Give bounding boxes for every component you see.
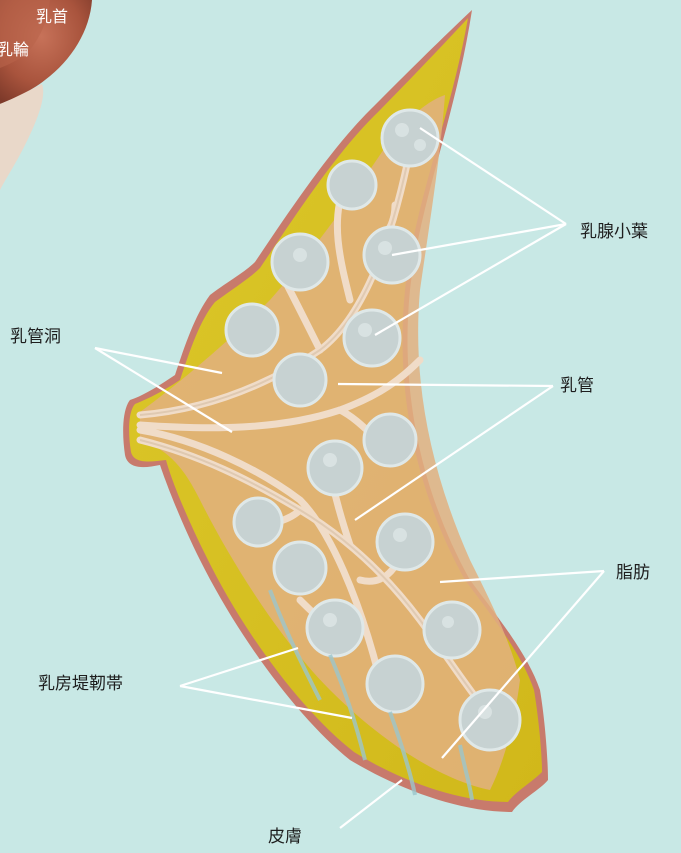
label-lactiferous-sinus: 乳管洞: [10, 327, 61, 347]
label-suspensory-ligament: 乳房堤靭帯: [38, 674, 123, 694]
nipple-areola-illustration: [0, 0, 92, 190]
label-ducts: 乳管: [560, 376, 594, 396]
label-lobules: 乳腺小葉: [580, 222, 648, 242]
label-fat: 脂肪: [616, 563, 650, 583]
label-areola: 乳輪: [0, 40, 29, 60]
label-nipple: 乳首: [36, 7, 68, 27]
label-skin: 皮膚: [268, 827, 302, 847]
